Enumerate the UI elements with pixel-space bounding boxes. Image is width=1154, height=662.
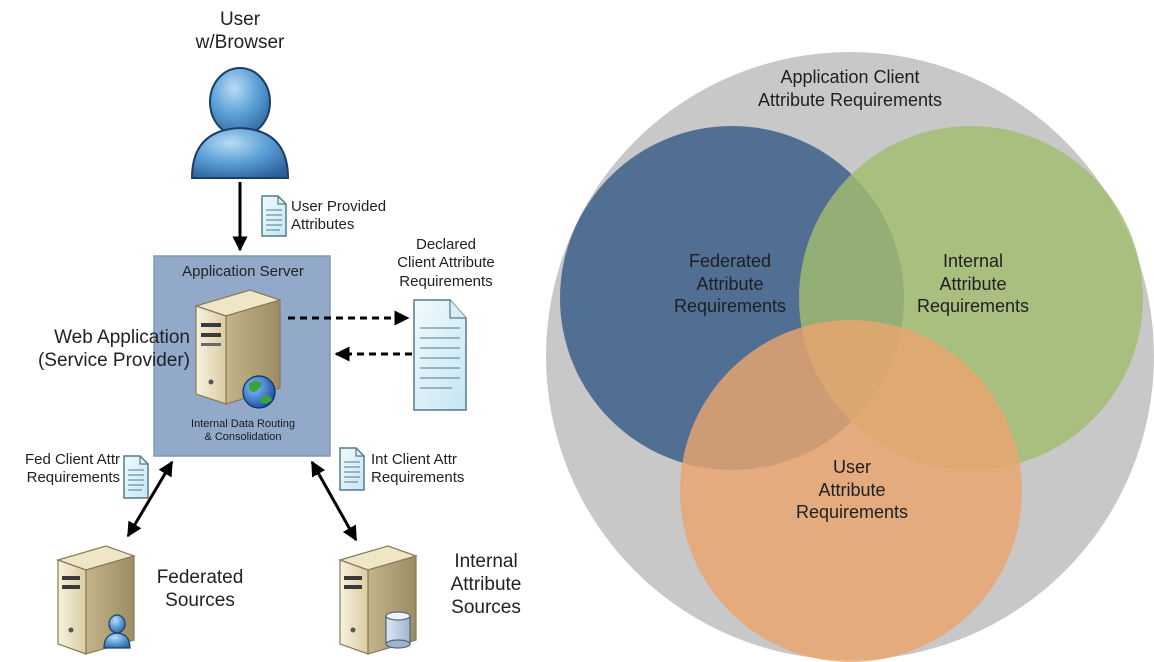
fed-client-document-icon bbox=[123, 455, 149, 499]
internal-sources-label: Internal Attribute Sources bbox=[450, 551, 522, 619]
globe-icon bbox=[242, 375, 276, 409]
user-label: User w/Browser bbox=[195, 9, 285, 54]
venn-user-circle bbox=[680, 320, 1022, 662]
database-icon bbox=[385, 611, 411, 649]
routing-label: Internal Data Routing & Consolidation bbox=[191, 418, 295, 444]
user-icon bbox=[190, 67, 290, 179]
user-provided-label: User Provided Attributes bbox=[291, 198, 387, 234]
venn-user-label: User Attribute Requirements bbox=[795, 457, 909, 522]
federated-user-icon bbox=[103, 614, 131, 649]
declared-label: Declared Client Attribute Requirements bbox=[397, 236, 495, 290]
venn-federated-label: Federated Attribute Requirements bbox=[673, 251, 787, 316]
venn-internal-label: Internal Attribute Requirements bbox=[916, 251, 1030, 316]
web-application-label: Web Application (Service Provider) bbox=[37, 327, 190, 372]
venn-outer-label: Application Client Attribute Requirement… bbox=[757, 67, 943, 110]
federated-sources-label: Federated Sources bbox=[156, 567, 244, 612]
int-client-label: Int Client Attr Requirements bbox=[371, 451, 465, 487]
application-server-label: Application Server bbox=[182, 263, 304, 280]
server-federated-arrow bbox=[126, 460, 174, 538]
fed-client-label: Fed Client Attr Requirements bbox=[24, 451, 120, 487]
user-provided-document-icon bbox=[261, 195, 287, 237]
declared-document-icon bbox=[413, 299, 467, 411]
int-client-document-icon bbox=[339, 447, 365, 491]
server-internal-arrow bbox=[310, 460, 358, 542]
